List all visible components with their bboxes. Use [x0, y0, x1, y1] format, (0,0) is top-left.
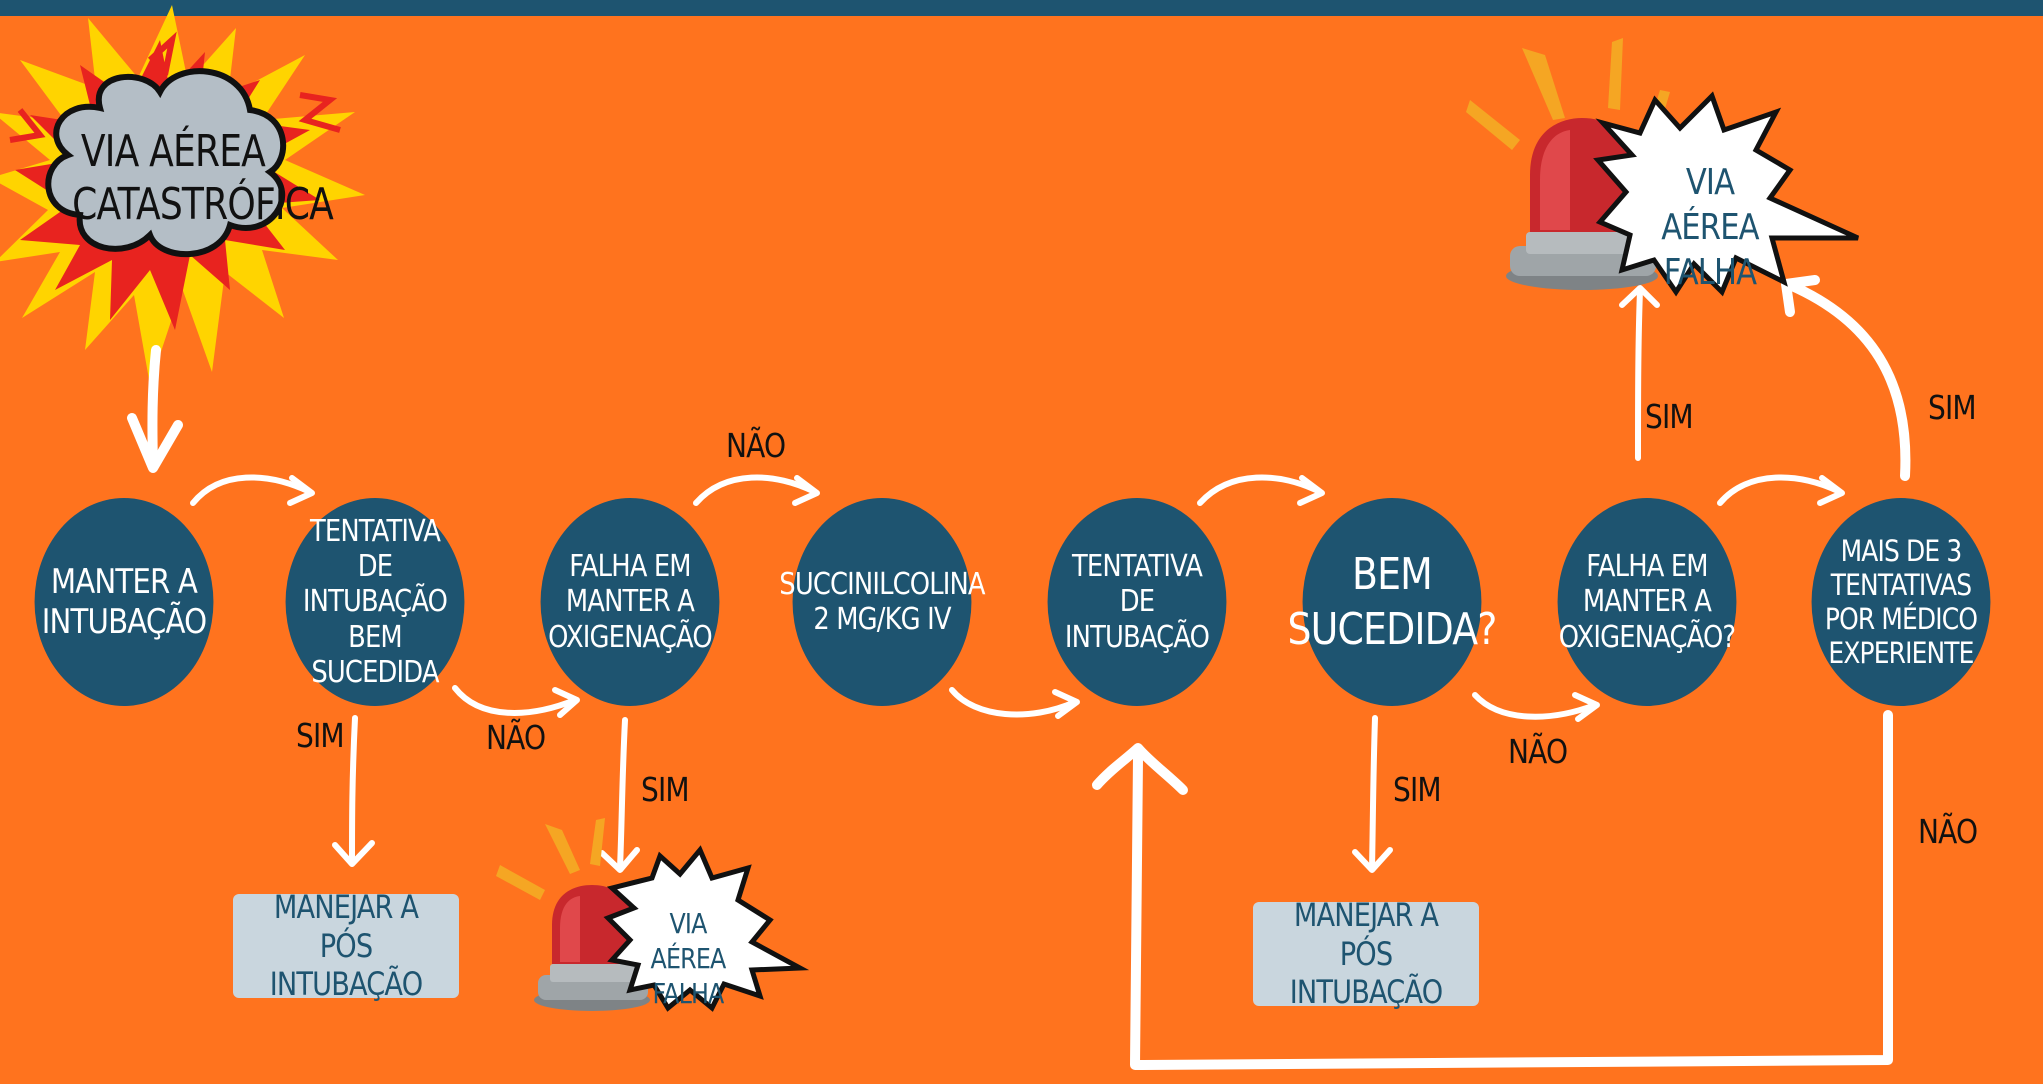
node-succinilcolina: SUCCINILCOLINA 2 MG/KG IV	[779, 498, 986, 706]
node-tentativa-intubacao: TENTATIVA DE INTUBAÇÃO	[1047, 498, 1227, 706]
node-manter-intubacao: MANTER A INTUBAÇÃO	[34, 498, 214, 706]
label-sim-2: SIM	[641, 770, 690, 809]
top-bar	[0, 0, 2043, 16]
label-nao-4: NÃO	[1918, 812, 1978, 851]
siren-icon	[1466, 38, 1670, 290]
speech-burst-icon	[1593, 91, 1860, 297]
label-nao-3: NÃO	[1508, 732, 1568, 771]
label-sim-3: SIM	[1393, 770, 1442, 809]
label-nao-1: NÃO	[486, 718, 546, 757]
label-nao-2: NÃO	[726, 426, 786, 465]
node-falha-oxigenacao-2: FALHA EM MANTER A OXIGENAÇÃO?	[1557, 498, 1737, 706]
siren-icon	[496, 818, 650, 1011]
node-tentativa-bem-sucedida: TENTATIVA DE INTUBAÇÃO BEM SUCEDIDA	[285, 498, 465, 706]
box-manejar-pos-intubacao-1: MANEJAR A PÓS INTUBAÇÃO	[233, 888, 459, 1003]
box-manejar-pos-intubacao-2: MANEJAR A PÓS INTUBAÇÃO	[1253, 896, 1479, 1011]
speech-burst-icon	[603, 845, 810, 1012]
label-sim-4: SIM	[1645, 397, 1694, 436]
node-mais-de-3-tentativas: MAIS DE 3 TENTATIVAS POR MÉDICO EXPERIEN…	[1811, 498, 1991, 706]
start-label: VIA AÉREA CATASTRÓFICA	[72, 126, 334, 230]
node-bem-sucedida: BEM SUCEDIDA?	[1287, 498, 1497, 706]
label-sim-5: SIM	[1928, 388, 1977, 427]
label-sim-1: SIM	[296, 716, 345, 755]
cloud-icon	[45, 68, 286, 257]
via-aerea-falha-top: VIA AÉREA FALHA	[1661, 162, 1759, 293]
node-falha-oxigenacao-1: FALHA EM MANTER A OXIGENAÇÃO	[540, 498, 720, 706]
arrow-icon	[127, 275, 1911, 1070]
via-aerea-falha-bottom: VIA AÉREA FALHA	[650, 907, 727, 1010]
